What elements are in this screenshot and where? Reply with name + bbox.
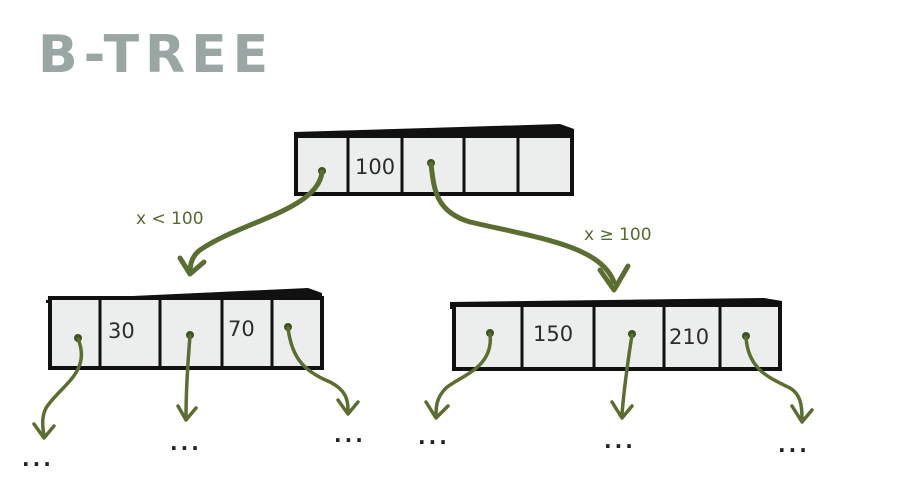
left-arrow-1-line [184, 334, 192, 420]
root-key-100: 100 [355, 155, 395, 179]
root-node: 100 [294, 124, 574, 196]
right-arrow-0-line [434, 332, 492, 416]
edge-root-left-arrowhead [177, 255, 207, 277]
left-child-arrows [32, 326, 360, 440]
ellipsis-right-1: ... [604, 429, 636, 453]
right-child-arrows [424, 332, 814, 424]
right-node-outline [452, 303, 782, 371]
ellipsis-right-0: ... [418, 425, 450, 449]
left-arrow-0-line [40, 337, 84, 438]
left-key-30: 30 [108, 319, 135, 343]
right-key-210: 210 [669, 325, 709, 349]
ellipsis-right-2: ... [778, 433, 810, 457]
edge-label-less-than: x < 100 [136, 209, 204, 229]
edge-root-to-left [177, 169, 325, 277]
left-pointer-cell-0 [48, 296, 102, 370]
right-child-node: 150 210 [450, 298, 782, 371]
right-key-150: 150 [533, 322, 573, 346]
left-key-70: 70 [228, 317, 255, 341]
edge-root-right-line [428, 161, 617, 285]
ellipsis-left-1: ... [170, 431, 202, 455]
edge-label-greater-equal: x ≥ 100 [584, 225, 652, 245]
right-pointer-cell-0 [452, 303, 524, 371]
edge-root-left-line [187, 169, 325, 275]
edge-root-to-right [428, 161, 631, 293]
right-arrow-1-line [620, 333, 634, 416]
left-child-node: 30 70 [46, 288, 324, 370]
root-key-cell-1 [462, 134, 520, 196]
left-arrow-0-head [32, 422, 56, 440]
page-title: B-TREE [38, 25, 274, 85]
root-pointer-cell-0 [294, 134, 350, 196]
left-arrow-2-line [286, 326, 350, 412]
right-arrow-1-head [610, 400, 634, 420]
right-key-cell-1 [662, 303, 722, 371]
ellipsis-left-0: ... [22, 447, 54, 471]
right-arrow-2-line [744, 335, 804, 420]
left-arrow-1-head [176, 404, 198, 422]
root-node-outline [294, 134, 574, 196]
right-arrow-0-head [424, 400, 450, 420]
edge-root-right-arrowhead [597, 263, 631, 293]
right-arrow-2-head [790, 404, 814, 424]
ellipsis-left-2: ... [334, 423, 366, 447]
root-pointer-cell-2 [516, 134, 574, 196]
left-arrow-2-head [336, 398, 360, 416]
